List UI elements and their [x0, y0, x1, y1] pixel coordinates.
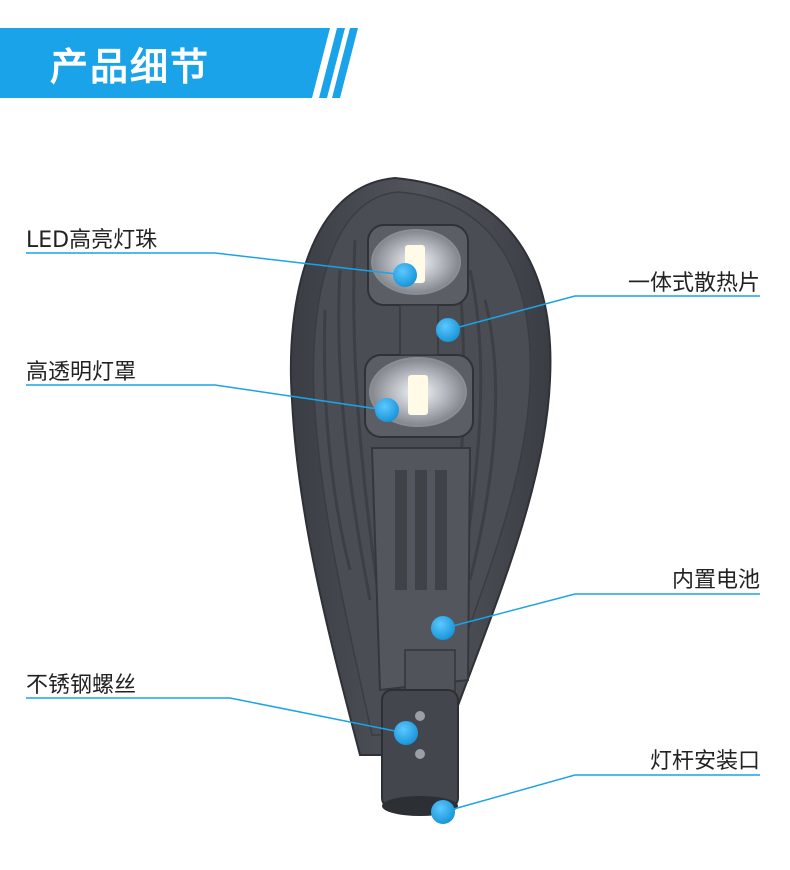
callout-lines — [26, 252, 760, 813]
label-lens-cover: 高透明灯罩 — [26, 360, 137, 385]
led-module-upper — [367, 224, 469, 306]
dot-led-beads — [393, 263, 417, 287]
label-heat-sink: 一体式散热片 — [627, 271, 760, 296]
dot-battery — [431, 616, 455, 640]
label-screws: 不锈钢螺丝 — [26, 673, 137, 698]
label-led-beads: LED高亮灯珠 — [26, 228, 158, 253]
callout-dots — [375, 263, 460, 824]
dot-pole-mount — [431, 800, 455, 824]
section-title: 产品细节 — [50, 45, 211, 89]
banner-background — [0, 28, 358, 98]
section-header-banner: 产品细节 — [0, 28, 360, 98]
module-connector — [399, 304, 439, 356]
dot-lens-cover — [375, 398, 399, 422]
label-battery: 内置电池 — [671, 568, 760, 593]
label-pole-mount: 灯杆安装口 — [649, 749, 760, 774]
led-module-lower — [364, 354, 474, 438]
dot-screws — [394, 721, 418, 745]
dot-heat-sink — [436, 318, 460, 342]
